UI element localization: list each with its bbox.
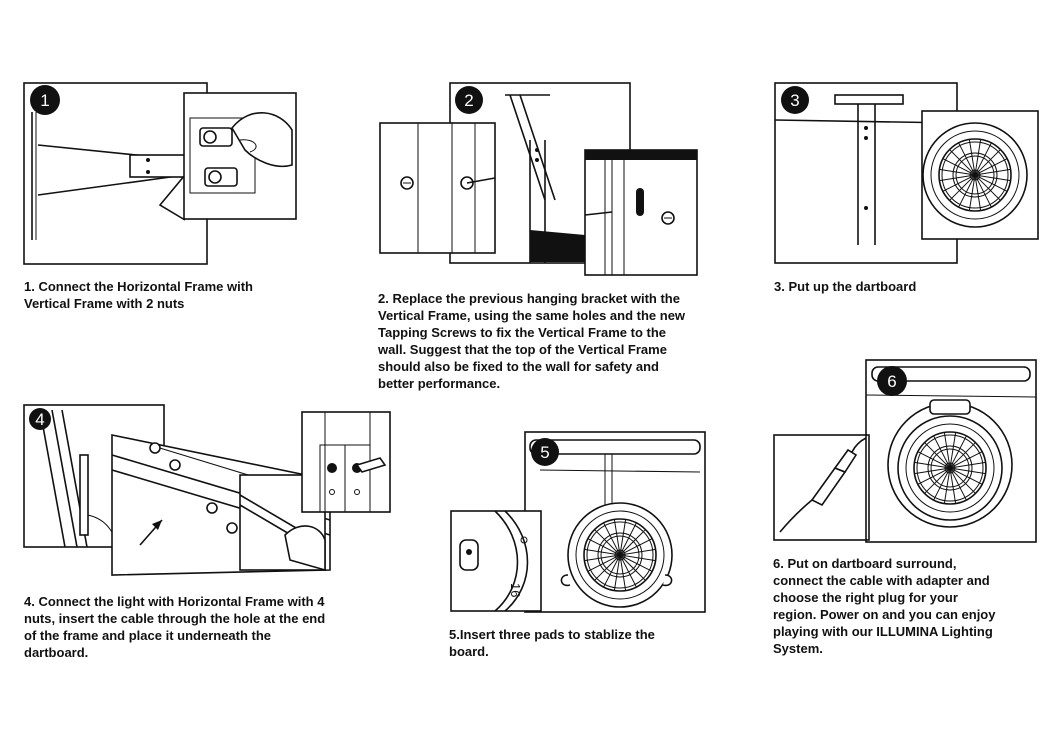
step-6-caption-line: choose the right plug for your bbox=[773, 590, 958, 605]
step-5-illustration: 16 5 bbox=[450, 431, 706, 613]
step-5-caption-line: board. bbox=[449, 644, 489, 659]
step-4-caption-line: dartboard. bbox=[24, 645, 89, 660]
step-4-number-badge: 4 bbox=[35, 410, 44, 429]
step-2-caption-line: wall. Suggest that the top of the Vertic… bbox=[378, 342, 667, 357]
step-6-caption-line: region. Power on and you can enjoy bbox=[773, 607, 996, 622]
step-4-caption-line: of the frame and place it underneath the bbox=[24, 628, 272, 643]
step-6-caption-line: 6. Put on dartboard surround, bbox=[773, 556, 957, 571]
step-2-caption-line: Tapping Screws to fix the Vertical Frame… bbox=[378, 325, 666, 340]
step-6-caption: 6. Put on dartboard surround, connect th… bbox=[773, 555, 995, 657]
step-2-illustration: 2 bbox=[379, 82, 698, 276]
step-3-number-badge: 3 bbox=[790, 91, 799, 110]
step-4-caption-line: 4. Connect the light with Horizontal Fra… bbox=[24, 594, 325, 609]
step-3-caption-line: 3. Put up the dartboard bbox=[774, 279, 917, 294]
step-2-caption-line: 2. Replace the previous hanging bracket … bbox=[378, 291, 680, 306]
step-6-illustration: 6 bbox=[773, 359, 1037, 543]
step-2-number-badge: 2 bbox=[464, 91, 473, 110]
step-2-caption-line: Vertical Frame, using the same holes and… bbox=[378, 308, 686, 323]
step-3-illustration: 3 bbox=[774, 82, 1039, 264]
step-2-caption-line: should also be fixed to the wall for saf… bbox=[378, 359, 659, 374]
step-6-caption-line: playing with our ILLUMINA Lighting bbox=[773, 624, 993, 639]
step-2-caption: 2. Replace the previous hanging bracket … bbox=[378, 290, 685, 392]
step-6-caption-line: connect the cable with adapter and bbox=[773, 573, 990, 588]
step-6-number-badge: 6 bbox=[887, 372, 896, 391]
board-number-label: 16 bbox=[508, 583, 523, 597]
step-6-caption-line: System. bbox=[773, 641, 823, 656]
step-1-illustration: 1 bbox=[23, 82, 297, 265]
step-5-caption-line: 5.Insert three pads to stablize the bbox=[449, 627, 655, 642]
step-4-illustration: 4 bbox=[23, 404, 391, 576]
step-1-caption: 1. Connect the Horizontal Frame with Ver… bbox=[24, 278, 253, 312]
step-2-caption-line: better performance. bbox=[378, 376, 501, 391]
step-3-caption: 3. Put up the dartboard bbox=[774, 278, 916, 295]
step-5-caption: 5.Insert three pads to stablize the boar… bbox=[449, 626, 655, 660]
step-4-caption-line: nuts, insert the cable through the hole … bbox=[24, 611, 326, 626]
step-4-caption: 4. Connect the light with Horizontal Fra… bbox=[24, 593, 325, 661]
step-1-caption-line: Vertical Frame with 2 nuts bbox=[24, 296, 185, 311]
step-1-number-badge: 1 bbox=[40, 91, 49, 110]
step-1-caption-line: 1. Connect the Horizontal Frame with bbox=[24, 279, 253, 294]
step-5-number-badge: 5 bbox=[540, 443, 549, 462]
